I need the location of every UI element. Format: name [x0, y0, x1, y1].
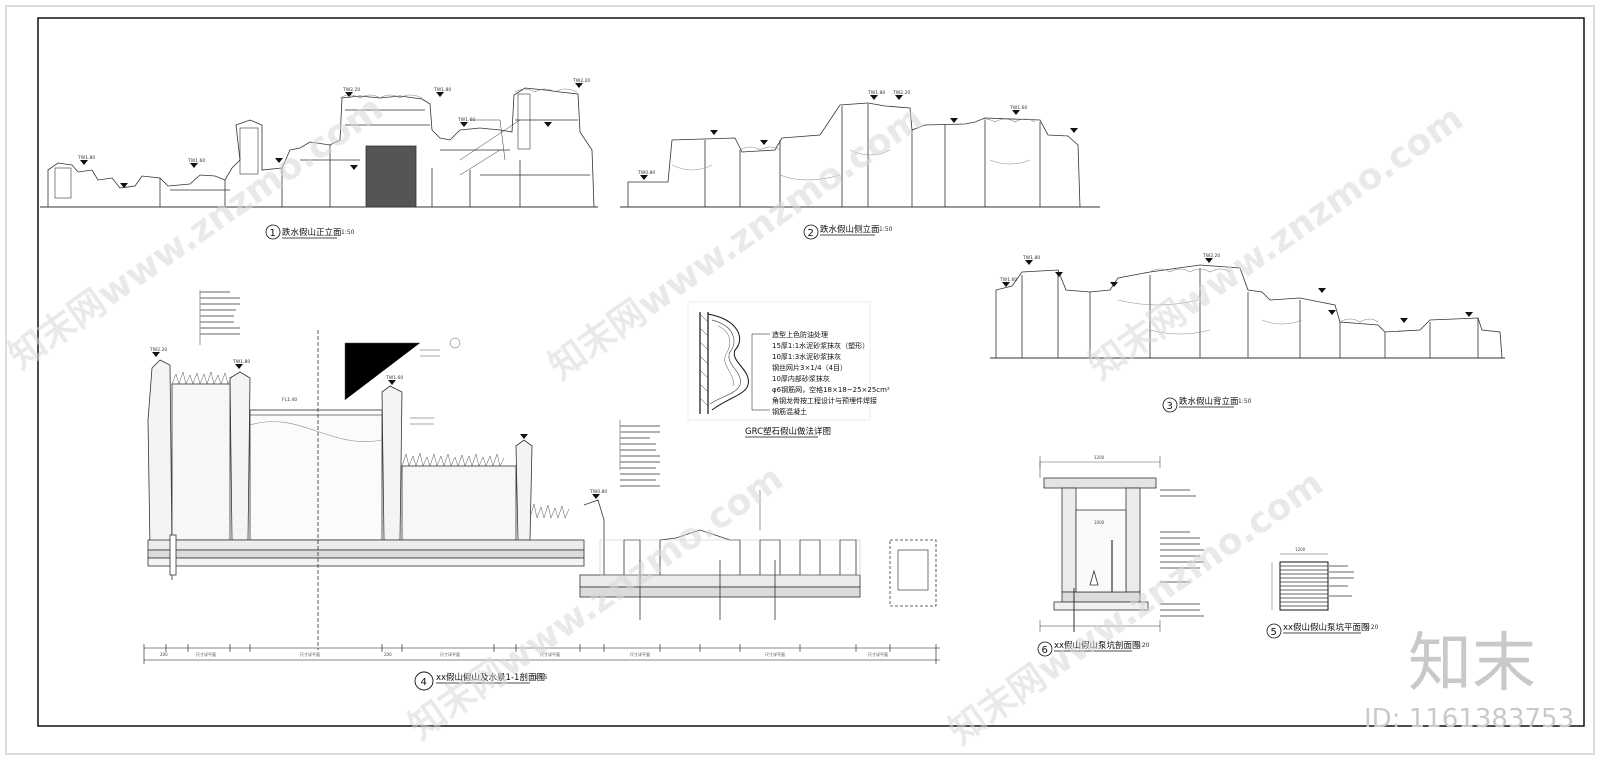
- view-title: xx假山假山及水景1-1剖面图: [436, 672, 545, 683]
- view-title: 跌水假山背立面: [1179, 396, 1239, 407]
- view-scale: 1:20: [1365, 624, 1379, 631]
- dimension-label: 尺寸详平面: [630, 651, 650, 657]
- level-label: TW0.80: [589, 489, 607, 495]
- dimension-label: 200: [384, 652, 392, 657]
- outer-border: [5, 5, 1595, 755]
- grc-detail-title: GRC塑石假山做法详图: [745, 426, 831, 437]
- dimension-label: 尺寸详平面: [765, 651, 785, 657]
- grc-layer: φ6钢筋网，空格18×18~25×25cm²: [772, 385, 890, 394]
- watermark-text: 知末网www.znzmo.com: [1082, 98, 1471, 388]
- view-scale: 1:15: [534, 674, 548, 681]
- waterfall-hatch: [365, 145, 417, 208]
- dimension-label: 1200: [1094, 455, 1105, 460]
- dimension-label: 1000: [1094, 520, 1105, 525]
- grc-layer: 15厚1:1水泥砂浆抹灰（塑形）: [772, 341, 869, 350]
- level-label: TW1.80: [1022, 255, 1040, 261]
- view-title: xx假山假山泵坑平面图: [1283, 622, 1370, 633]
- view-number: 2: [808, 228, 814, 239]
- level-label: TW2.20: [149, 347, 167, 353]
- view-4-title: 4 xx假山假山及水景1-1剖面图 1:15: [414, 671, 548, 691]
- view-number: 6: [1042, 645, 1048, 656]
- view-1-level-markers: TW1.80 TW1.60 TW2.20 TW1.80 TW2.20 TW1.6…: [77, 78, 590, 188]
- level-label: TW0.80: [637, 170, 655, 176]
- dimension-label: 1200: [1295, 547, 1306, 552]
- level-label: TW1.80: [77, 155, 95, 161]
- dimension-label: 尺寸详平面: [300, 651, 320, 657]
- level-label: TW1.60: [999, 277, 1017, 283]
- view-5-pump-pit-plan: 1200: [1271, 547, 1354, 611]
- view-title: 跌水假山正立面: [282, 227, 342, 238]
- view-2-level-markers: TW1.80 TW2.20 TW0.80 TW1.60: [637, 90, 1078, 180]
- view-6-pump-pit-section: 1200 1000: [1039, 455, 1204, 632]
- grc-detail: 造型上色防油处理 15厚1:1水泥砂浆抹灰（塑形） 10厚1:3水泥砂浆抹灰 钢…: [687, 301, 890, 438]
- grc-layer: 钢筋混凝土: [772, 407, 807, 416]
- view-scale: 1:20: [1136, 642, 1150, 649]
- view-3-title: 3 跌水假山背立面 1:50: [1162, 396, 1252, 413]
- view-number: 1: [270, 228, 276, 239]
- level-label: TW2.20: [572, 78, 590, 84]
- level-label: TW1.60: [187, 158, 205, 164]
- view-3-back-elevation: [990, 264, 1505, 359]
- view-6-title: 6 xx假山假山泵坑剖面图 1:20: [1037, 640, 1150, 657]
- view-number: 5: [1271, 627, 1277, 638]
- dimension-label: 尺寸详平面: [196, 651, 216, 657]
- level-label: TW1.60: [385, 375, 403, 381]
- dimension-label: 尺寸详平面: [540, 651, 560, 657]
- view-scale: 1:50: [1238, 398, 1252, 405]
- view-3-level-markers: TW2.20 TW1.80 TW1.60: [999, 253, 1473, 323]
- view-2-title: 2 跌水假山侧立面 1:50: [803, 224, 893, 240]
- grc-layer: 角钢龙骨按工程设计与预埋件焊接: [772, 396, 877, 405]
- level-label: TW2.20: [1202, 253, 1220, 259]
- view-number: 4: [421, 677, 427, 688]
- watermark-id: ID: 1161383753: [1364, 704, 1574, 734]
- level-label: TW1.80: [433, 87, 451, 93]
- level-label: TW1.60: [457, 117, 475, 123]
- level-label: TW1.80: [232, 359, 250, 365]
- level-label: TW2.20: [342, 87, 360, 93]
- dimension-label: 尺寸详平面: [440, 651, 460, 657]
- view-4-section: [143, 330, 940, 664]
- grc-layer: 10厚内部砂浆抹灰: [772, 374, 830, 383]
- view-1-front-elevation: [40, 87, 598, 208]
- dimension-label: 200: [160, 652, 168, 657]
- watermark-text: 知末网www.znzmo.com: [542, 98, 931, 388]
- view-scale: 1:50: [879, 226, 893, 233]
- level-label: FL1.40: [282, 397, 297, 403]
- grc-layer: 10厚1:3水泥砂浆抹灰: [772, 352, 841, 361]
- view-1-title: 1 跌水假山正立面 1:50: [265, 224, 355, 240]
- view-scale: 1:50: [341, 229, 355, 236]
- grc-layer: 造型上色防油处理: [772, 330, 828, 339]
- watermark-brand: 知末: [1408, 627, 1536, 701]
- view-title: 跌水假山侧立面: [820, 224, 880, 235]
- level-label: TW1.80: [867, 90, 885, 96]
- view-5-title: 5 xx假山假山泵坑平面图 1:20: [1266, 622, 1379, 639]
- dimension-label: 尺寸详平面: [868, 651, 888, 657]
- drawing-frame: [37, 17, 1585, 727]
- view-2-side-elevation: [620, 102, 1100, 208]
- grc-layer: 钢丝网片3×1/4（4目）: [772, 363, 847, 372]
- level-label: TW1.60: [1009, 105, 1027, 111]
- view-title: xx假山假山泵坑剖面图: [1054, 640, 1141, 651]
- view-4-annotations: TW2.20 TW1.80 TW1.60 TW0.80 FL1.40 200 尺…: [149, 290, 1041, 657]
- level-label: TW2.20: [892, 90, 910, 96]
- view-number: 3: [1167, 401, 1173, 412]
